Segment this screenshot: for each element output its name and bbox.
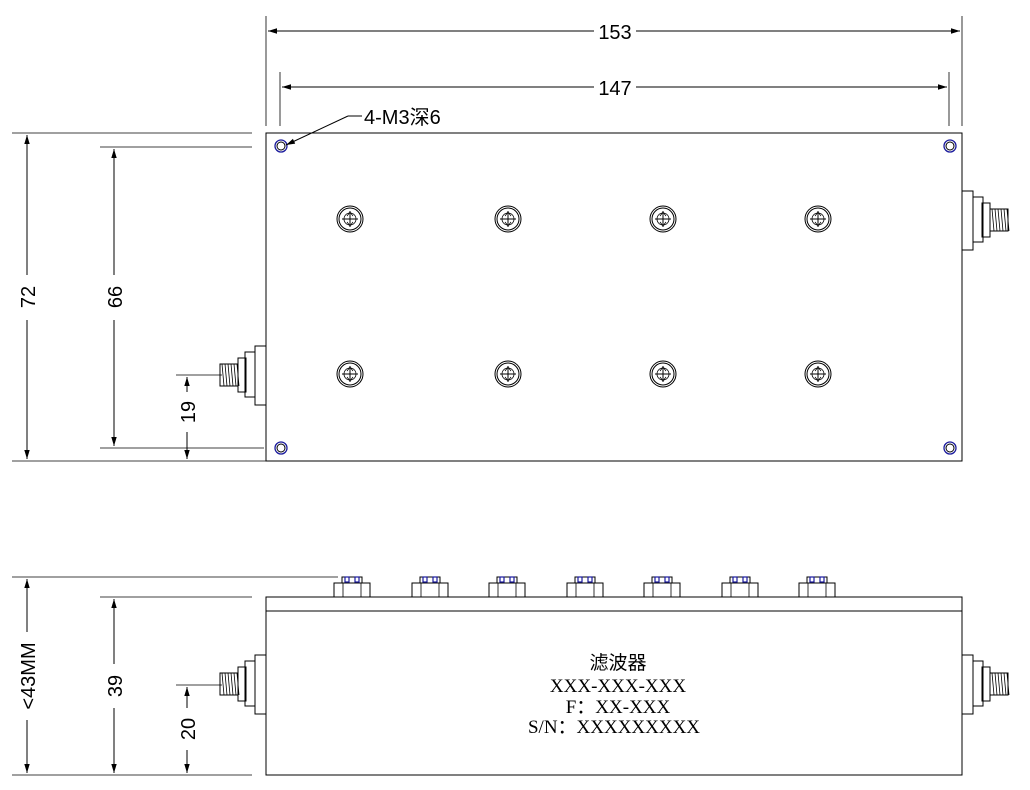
sma-connector-right [961, 190, 1010, 251]
dim-66-text: 66 [105, 286, 127, 308]
label-model-number: XXX-XXX-XXX [550, 676, 686, 697]
dim-39-text: 39 [105, 675, 127, 697]
sma-connector-side-left [219, 654, 267, 715]
dim-overall-width: 153 [268, 22, 960, 44]
tuning-nut [798, 576, 836, 598]
mounting-hole [943, 441, 957, 455]
mounting-hole [274, 139, 288, 153]
dim-19-text: 19 [178, 401, 200, 423]
hole-callout: 4-M3深6 [285, 106, 441, 146]
dim-43mm-text: <43MM [18, 642, 40, 709]
tuning-screw [649, 205, 677, 233]
mounting-hole [274, 441, 288, 455]
side-view: <43MM 39 20 滤波器 XXX-XXX-XXX F：XX-XXX S/N… [12, 576, 1010, 776]
tuning-nut [566, 576, 604, 598]
tuning-screw [494, 360, 522, 388]
tuning-nut [411, 576, 449, 598]
label-frequency: F：XX-XXX [566, 697, 671, 718]
tuning-screw [804, 205, 832, 233]
dim-20-text: 20 [178, 718, 200, 740]
hole-callout-text: 4-M3深6 [364, 106, 441, 129]
tuning-nut [721, 576, 759, 598]
dim-connector-offset-top: 19 [178, 377, 200, 459]
dim-connector-offset-side: 20 [178, 687, 200, 773]
tuning-nut [643, 576, 681, 598]
dim-hole-width: 147 [282, 78, 947, 100]
mounting-hole [943, 139, 957, 153]
dim-hole-height: 66 [105, 149, 127, 446]
tuning-screw [336, 360, 364, 388]
tuning-screw [649, 360, 677, 388]
tuning-nut [333, 576, 371, 598]
tuning-screw [804, 360, 832, 388]
label-product-name: 滤波器 [589, 652, 646, 674]
tuning-screw [336, 205, 364, 233]
top-body [265, 132, 963, 462]
tuning-nut [488, 576, 526, 598]
tuning-screw [494, 205, 522, 233]
product-label: 滤波器 XXX-XXX-XXX F：XX-XXX S/N：XXXXXXXXX [528, 652, 700, 738]
top-view: 153 147 72 66 19 [12, 16, 1010, 462]
sma-connector-left [219, 345, 267, 406]
dim-153-text: 153 [598, 22, 631, 44]
dim-72-text: 72 [18, 286, 40, 308]
label-serial-number: S/N：XXXXXXXXX [528, 717, 700, 738]
dim-147-text: 147 [598, 78, 631, 100]
dim-max-height: <43MM [18, 579, 40, 773]
dim-overall-height: 72 [18, 135, 40, 459]
dim-body-height: 39 [105, 599, 127, 773]
side-cover [265, 596, 963, 612]
sma-connector-side-right [961, 654, 1010, 715]
